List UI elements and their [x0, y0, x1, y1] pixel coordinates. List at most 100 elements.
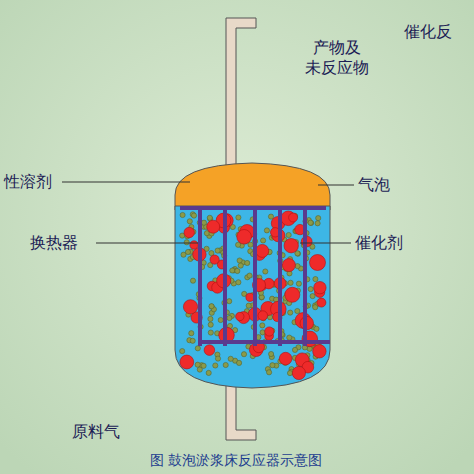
leader-lines — [62, 182, 354, 243]
catalyst-dot — [309, 220, 314, 225]
product-label: 产物及 未反应物 — [298, 38, 376, 78]
gas-bubble — [284, 239, 298, 253]
catalyst-dot — [180, 349, 185, 354]
outlet-pipe — [226, 18, 256, 172]
catalyst-dot — [261, 238, 266, 243]
catalyst-dot — [190, 338, 195, 343]
catalyst-dot — [315, 221, 320, 226]
catalyst-dot — [288, 280, 293, 285]
catalyst-dot — [246, 303, 251, 308]
catalyst-dot — [190, 278, 195, 283]
catalyst-dot — [248, 242, 253, 247]
heat-exchanger — [180, 208, 330, 346]
catalyst-dot — [227, 315, 232, 320]
catalyst-dot — [208, 330, 213, 335]
catalyst-dot — [201, 220, 206, 225]
catalyst-dot — [314, 326, 319, 331]
catalyst-dot — [228, 356, 233, 361]
gas-bubble — [289, 213, 298, 222]
reactor-dome — [175, 163, 330, 210]
catalyst-dot — [238, 263, 243, 268]
catalyst-dot — [195, 346, 200, 351]
catalyst-dot — [208, 316, 213, 321]
gas-bubble — [310, 255, 326, 271]
catalyst-dot — [264, 228, 269, 233]
catalyst-dot — [288, 310, 293, 315]
catalyst-dot — [213, 363, 218, 368]
catalyst-dot — [267, 370, 272, 375]
gas-bubble — [180, 355, 194, 369]
catalyst-dot — [295, 308, 300, 313]
catalyst-dot — [268, 214, 273, 219]
catalyst-dot — [292, 347, 297, 352]
catalyst-dot — [227, 299, 232, 304]
catalyst-dot — [260, 323, 265, 328]
catalyst-dot — [230, 268, 235, 273]
bubble-label: 气泡 — [358, 175, 390, 195]
gas-bubble — [292, 366, 305, 379]
catalyst-dot — [191, 213, 196, 218]
catalyst-dot — [184, 240, 189, 245]
gas-bubble — [313, 345, 326, 358]
catalyst-dot — [195, 362, 200, 367]
gas-bubble — [236, 312, 244, 320]
gas-bubble — [183, 300, 197, 314]
heat-exchanger-label: 换热器 — [30, 233, 78, 253]
catalyst-dot — [185, 249, 190, 254]
catalyst-dot — [236, 215, 241, 220]
catalyst-dot — [313, 305, 318, 310]
catalyst-dot — [270, 363, 275, 368]
figure-caption: 图 鼓泡淤浆床反应器示意图 — [150, 452, 322, 470]
catalyst-dot — [206, 370, 211, 375]
solvent-label: 性溶剂 — [4, 172, 52, 192]
catalyst-dot — [308, 220, 313, 225]
gas-bubble — [282, 259, 295, 272]
gas-bubble — [265, 327, 274, 336]
catalyst-dot — [316, 216, 321, 221]
inlet-pipe — [226, 380, 256, 440]
catalyst-dot — [269, 351, 274, 356]
gas-bubble — [317, 298, 326, 307]
gas-bubble — [258, 311, 268, 321]
catalyst-dot — [245, 260, 250, 265]
catalyst-dot — [263, 269, 268, 274]
catalyst-label-cut: 催化反 — [404, 22, 452, 42]
catalyst-dot — [180, 212, 185, 217]
catalyst-dot — [296, 281, 301, 286]
catalyst-dot — [209, 304, 214, 309]
gas-bubble — [204, 345, 215, 356]
catalyst-dot — [287, 335, 292, 340]
catalyst-label: 催化剂 — [355, 233, 403, 253]
catalyst-dot — [241, 352, 246, 357]
catalyst-dot — [235, 268, 240, 273]
catalyst-dot — [310, 294, 315, 299]
gas-bubble — [246, 293, 254, 301]
catalyst-dot — [308, 287, 313, 292]
catalyst-dot — [286, 232, 291, 237]
catalyst-dot — [189, 331, 194, 336]
catalyst-dot — [223, 362, 228, 367]
catalyst-dot — [260, 330, 265, 335]
catalyst-dot — [187, 219, 192, 224]
catalyst-dot — [287, 371, 292, 376]
catalyst-dot — [295, 264, 300, 269]
catalyst-dot — [218, 317, 223, 322]
feed-gas-label: 原料气 — [72, 422, 120, 442]
gas-bubble — [190, 241, 198, 249]
catalyst-dot — [215, 356, 220, 361]
gas-bubble — [207, 220, 220, 233]
gas-bubble — [237, 230, 252, 245]
catalyst-dot — [208, 322, 213, 327]
gas-bubble — [256, 244, 269, 257]
catalyst-dot — [215, 248, 220, 253]
gas-bubble — [184, 227, 194, 237]
gas-bubble — [210, 255, 219, 264]
gas-bubble — [285, 287, 300, 302]
catalyst-dot — [236, 280, 241, 285]
reactor-body — [175, 206, 330, 388]
catalyst-dot — [295, 251, 300, 256]
catalyst-dot — [207, 215, 212, 220]
gas-bubble — [279, 352, 292, 365]
catalyst-dot — [237, 360, 242, 365]
